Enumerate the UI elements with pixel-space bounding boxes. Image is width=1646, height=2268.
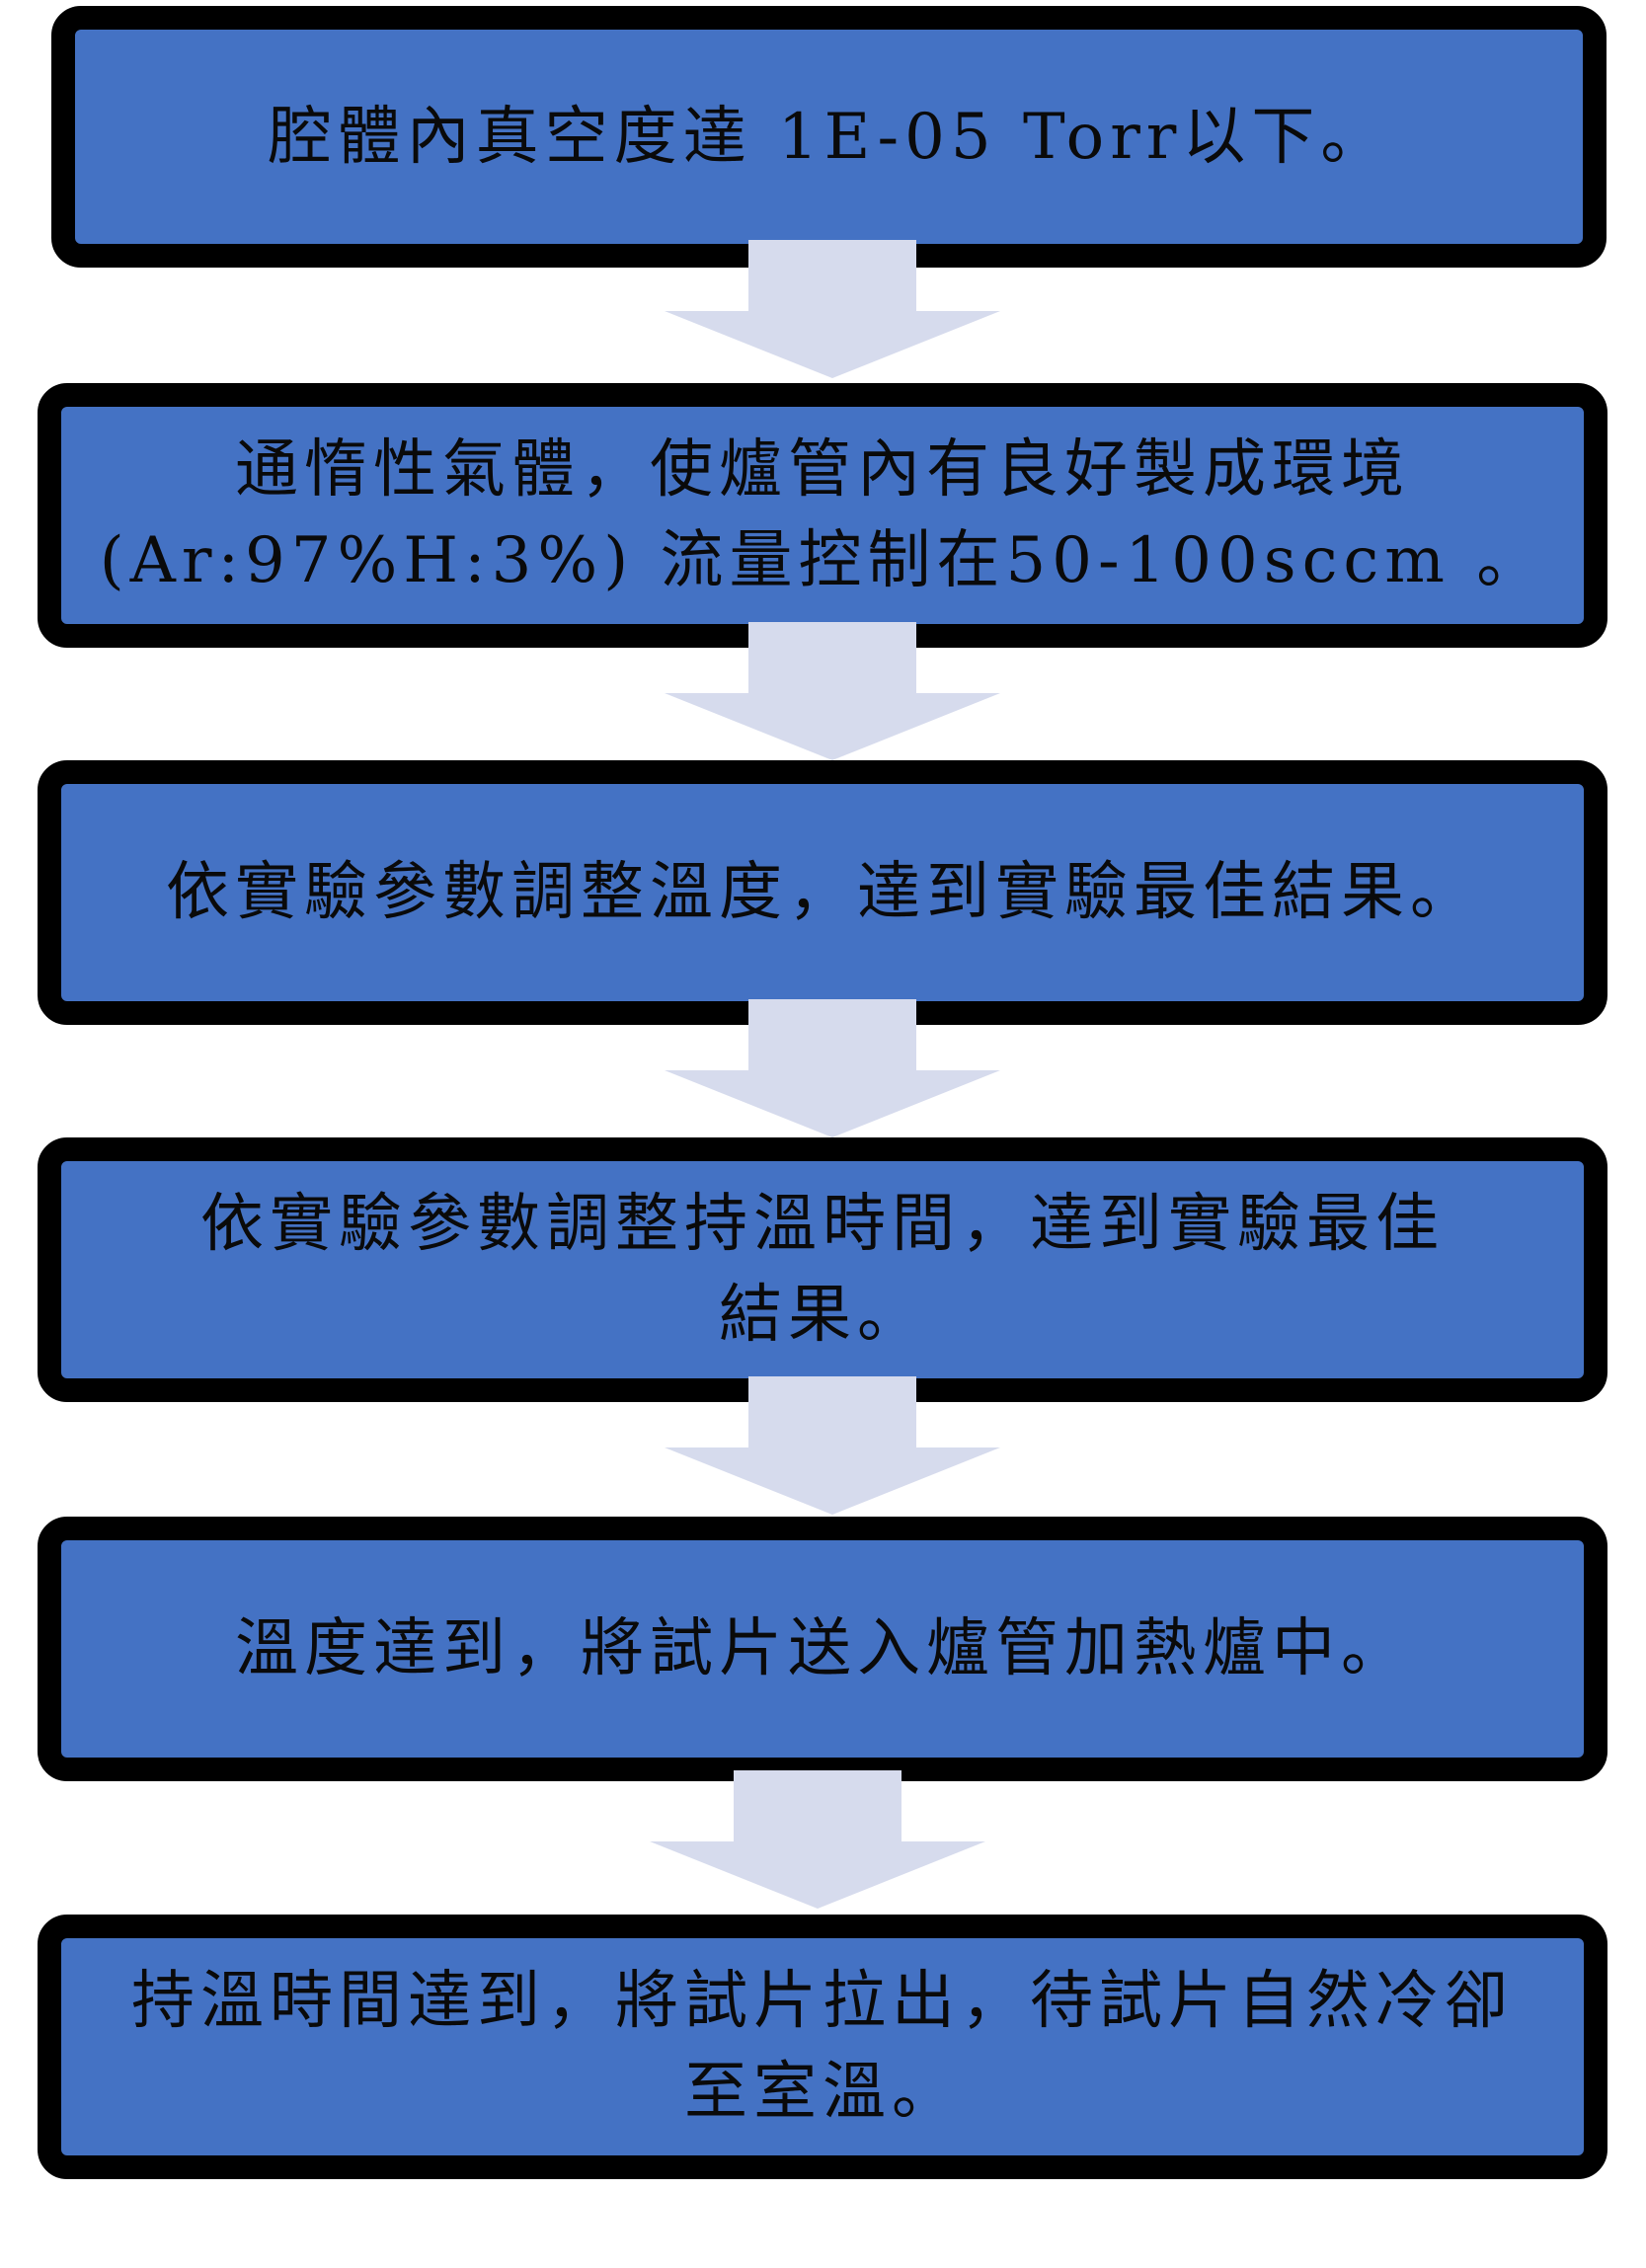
flow-step-4: 依實驗參數調整持溫時間，達到實驗最佳 結果。 [38, 1137, 1607, 1402]
flow-step-3-text: 依實驗參數調整溫度，達到實驗最佳結果。 [166, 856, 1479, 929]
down-arrow-icon [665, 240, 1000, 378]
down-arrow-icon [665, 999, 1000, 1137]
down-arrow-icon [665, 622, 1000, 760]
flow-step-2-text: 通惰性氣體，使爐管內有良好製成環境 (Ar:97%H:3%) 流量控制在50-1… [99, 433, 1546, 597]
flow-step-1-text: 腔體內真空度達 1E-05 Torr以下。 [268, 100, 1390, 174]
flow-step-2: 通惰性氣體，使爐管內有良好製成環境 (Ar:97%H:3%) 流量控制在50-1… [38, 383, 1607, 648]
down-arrow-icon [650, 1770, 985, 1909]
down-arrow-icon [665, 1376, 1000, 1515]
flow-step-5-text: 溫度達到，將試片送入爐管加熱爐中。 [235, 1612, 1410, 1685]
flow-step-1: 腔體內真空度達 1E-05 Torr以下。 [51, 6, 1607, 268]
flow-step-6-text: 持溫時間達到，將試片拉出，待試片自然冷卻 至室溫。 [131, 1965, 1514, 2129]
flow-step-4-text: 依實驗參數調整持溫時間，達到實驗最佳 結果。 [200, 1188, 1445, 1352]
flow-step-5: 溫度達到，將試片送入爐管加熱爐中。 [38, 1517, 1607, 1781]
flow-step-3: 依實驗參數調整溫度，達到實驗最佳結果。 [38, 760, 1607, 1025]
flow-step-6: 持溫時間達到，將試片拉出，待試片自然冷卻 至室溫。 [38, 1915, 1607, 2179]
